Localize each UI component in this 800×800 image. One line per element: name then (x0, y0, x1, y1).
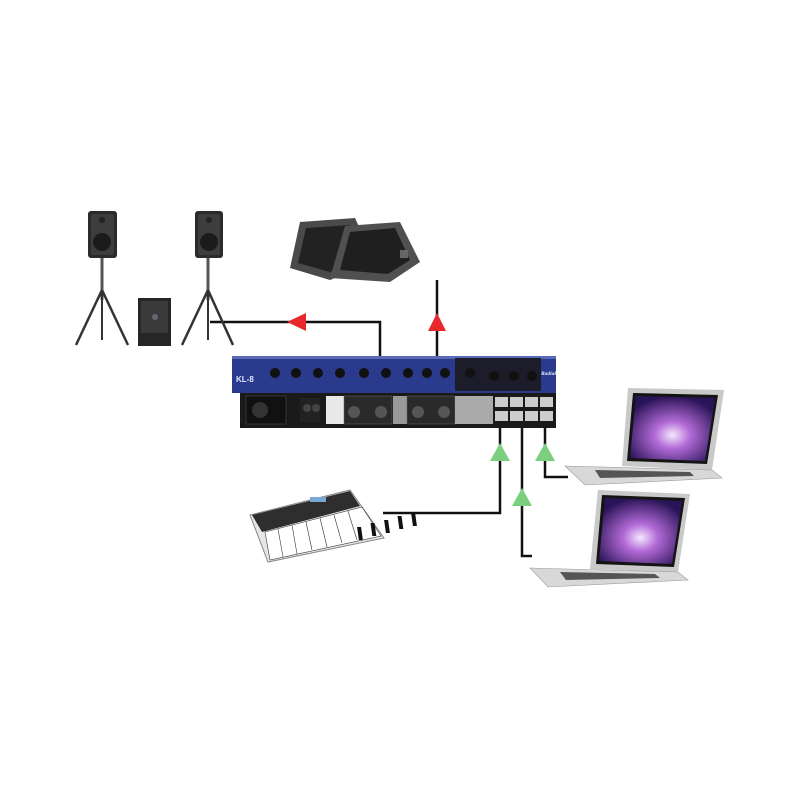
input-arrow-laptop2 (512, 488, 532, 506)
subwoofer (138, 298, 171, 346)
mixer-kl8: KL-8 Radial (232, 356, 556, 428)
stage-monitors (290, 218, 420, 282)
mixer-model-label: KL-8 (236, 375, 254, 384)
laptop-top (564, 388, 724, 486)
mixer-brand-logo: Radial (540, 371, 556, 377)
input-arrow-laptop1 (535, 443, 555, 461)
output-arrow-left (287, 313, 306, 331)
cable-keyboard-to-mixer (383, 427, 502, 515)
pa-speaker-right (180, 211, 235, 346)
cable-laptop2-to-mixer (520, 427, 532, 558)
input-arrow-keyboard (490, 443, 510, 461)
output-arrow-up (428, 313, 446, 331)
cable-mixer-to-pa (210, 320, 382, 356)
pa-speaker-left (74, 211, 130, 346)
midi-keyboard (249, 489, 417, 563)
laptop-bottom (529, 490, 690, 588)
